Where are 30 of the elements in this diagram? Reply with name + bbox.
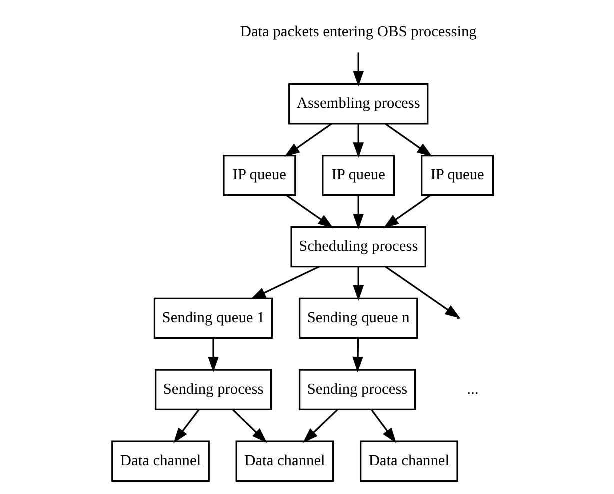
node-box: Data channel bbox=[359, 440, 458, 482]
arrow bbox=[352, 196, 364, 230]
arrow bbox=[352, 338, 363, 372]
arrow bbox=[384, 266, 460, 319]
node-box: Scheduling process bbox=[290, 226, 426, 268]
node-box: Assembling process bbox=[288, 84, 428, 125]
arrow bbox=[286, 194, 334, 228]
node-box: Data channel bbox=[111, 440, 210, 482]
node-box: Sending queue 1 bbox=[153, 298, 273, 340]
node-text: Data packets entering OBS processing bbox=[240, 24, 476, 41]
arrow bbox=[370, 409, 396, 444]
arrow bbox=[208, 338, 218, 372]
node-box: Sending process bbox=[298, 369, 416, 410]
arrow bbox=[232, 409, 267, 444]
arrow bbox=[352, 267, 364, 301]
arrow bbox=[384, 123, 432, 157]
arrow bbox=[173, 409, 200, 444]
node-box: Data channel bbox=[235, 440, 334, 482]
arrow bbox=[352, 52, 364, 87]
arrow bbox=[383, 194, 430, 228]
label: ... bbox=[466, 380, 478, 398]
arrow bbox=[352, 124, 364, 158]
arrow bbox=[284, 123, 332, 157]
node-box: IP queue bbox=[322, 154, 395, 196]
node-box: IP queue bbox=[420, 154, 494, 196]
arrow bbox=[302, 409, 338, 444]
arrow bbox=[250, 266, 320, 300]
node-box: Sending process bbox=[154, 369, 272, 410]
node-box: Sending queue n bbox=[298, 298, 418, 340]
node-box: IP queue bbox=[222, 154, 296, 196]
